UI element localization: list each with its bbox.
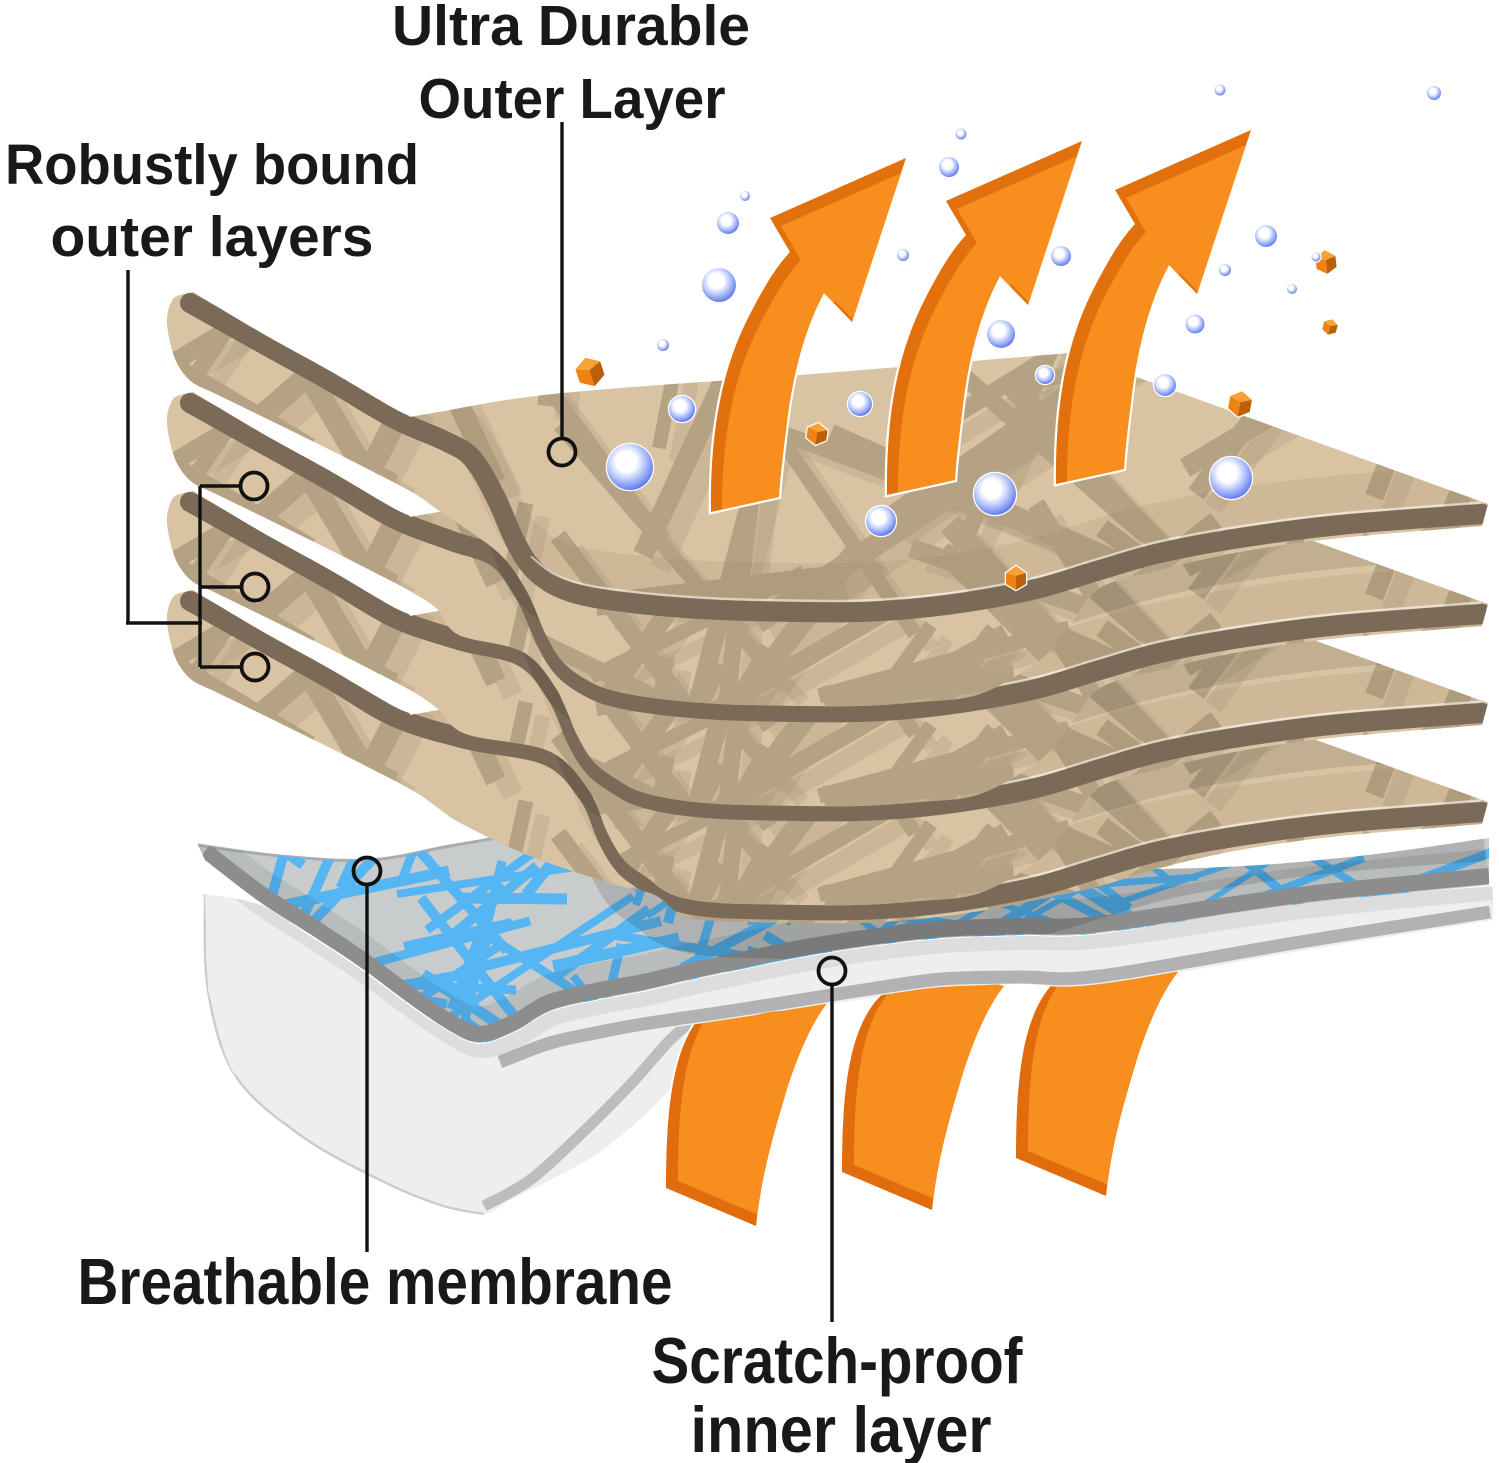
svg-text:Robustly bound: Robustly bound [5,133,419,197]
svg-text:Breathable membrane: Breathable membrane [78,1245,673,1318]
svg-text:Outer Layer: Outer Layer [419,67,726,131]
svg-text:Ultra Durable: Ultra Durable [392,0,750,58]
svg-text:inner layer: inner layer [691,1393,992,1463]
svg-text:Scratch-proof: Scratch-proof [652,1324,1023,1397]
svg-text:outer layers: outer layers [51,205,374,269]
